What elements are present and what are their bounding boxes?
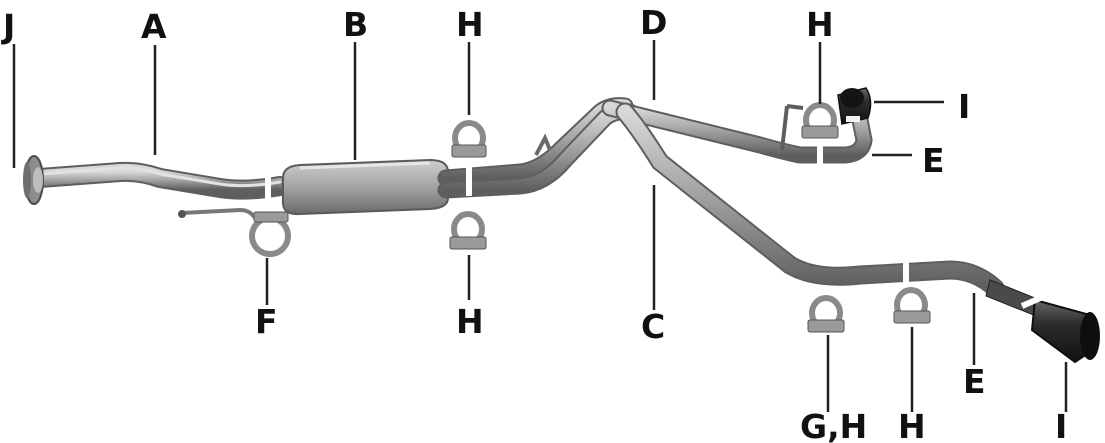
lower-exhaust-tip xyxy=(986,280,1100,362)
label-f: F xyxy=(255,302,278,341)
pipe-section-a xyxy=(40,168,280,190)
label-h-bottom-right: H xyxy=(898,407,926,443)
inlet-flange xyxy=(23,156,43,204)
hanger-f xyxy=(178,210,255,218)
label-h-top-right: H xyxy=(806,5,834,44)
clamp-f xyxy=(252,212,288,254)
label-e-top: E xyxy=(922,141,945,180)
label-i-top: I xyxy=(958,87,970,126)
clamp-h-bottom-right xyxy=(894,290,930,323)
clamp-h-top-mid xyxy=(452,123,486,157)
label-i-bottom: I xyxy=(1055,407,1067,443)
clamp-h-bottom-mid xyxy=(450,214,486,249)
clamp-gh xyxy=(808,298,844,332)
label-d: D xyxy=(640,3,667,42)
label-a: A xyxy=(141,7,167,46)
label-e-bottom: E xyxy=(963,362,986,401)
label-b: B xyxy=(343,5,368,44)
clamp-h-top-right xyxy=(802,105,838,138)
leader-lines xyxy=(14,40,1066,412)
label-h-bottom-mid: H xyxy=(456,302,484,341)
label-c: C xyxy=(641,307,665,346)
label-h-top-mid: H xyxy=(456,5,484,44)
upper-exhaust-tip xyxy=(838,88,871,124)
label-gh: G,H xyxy=(800,407,867,443)
label-j: J xyxy=(1,7,15,46)
muffler-b xyxy=(283,160,448,214)
